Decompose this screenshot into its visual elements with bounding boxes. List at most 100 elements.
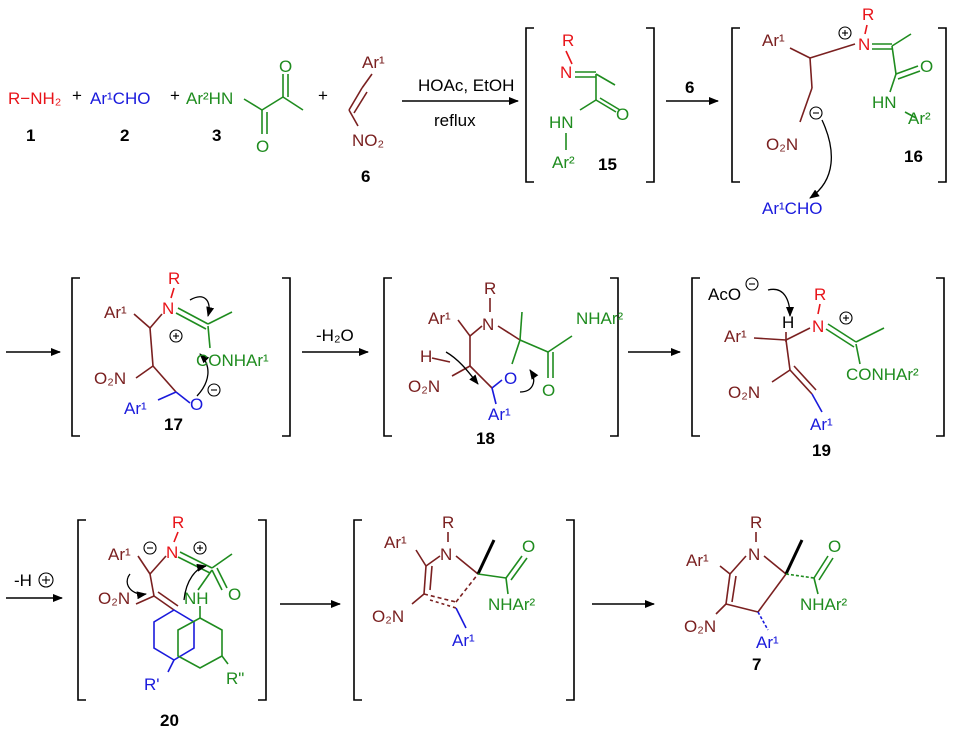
i18-n: N xyxy=(482,315,494,334)
i19-n: N xyxy=(812,317,824,336)
plus-sign-2: + xyxy=(170,86,180,105)
plus-sign-3: + xyxy=(318,86,328,105)
compound-number-15: 15 xyxy=(598,155,617,174)
compound-number-6: 6 xyxy=(361,167,370,186)
i16-hn: HN xyxy=(872,93,897,112)
i19-conhar2: CONHAr² xyxy=(846,365,919,384)
reaction-arrow-4: -H₂O xyxy=(302,326,369,356)
i16-o2n: O₂N xyxy=(766,135,798,154)
ketoamide-amide-oxygen: O xyxy=(256,137,269,156)
reagent-label-6: 6 xyxy=(685,78,694,97)
i20-ar1: Ar¹ xyxy=(108,545,131,564)
i17-conhar1: CONHAr¹ xyxy=(196,351,269,370)
i19-o2n: O₂N xyxy=(728,383,760,402)
i16-r: R xyxy=(862,5,874,24)
compound-number-3: 3 xyxy=(212,126,221,145)
conditions-temperature: reflux xyxy=(434,111,476,130)
deprotonation-label: -H xyxy=(14,571,32,590)
reagent-ketoamide: Ar²HN O O 3 xyxy=(186,57,304,156)
i15-n: N xyxy=(560,63,572,82)
p7-r: R xyxy=(750,513,762,532)
i18-h: H xyxy=(420,347,432,366)
intermediate-20: R N Ar¹ O NH O₂N xyxy=(77,513,267,730)
ts-r: R xyxy=(442,513,454,532)
reagent-amine: R−NH₂ 1 xyxy=(8,89,61,145)
i18-ar1-bottom: Ar¹ xyxy=(488,405,511,424)
compound-number-17: 17 xyxy=(164,415,183,434)
i20-nh: NH xyxy=(184,589,209,608)
i19-h: H xyxy=(782,313,794,332)
conditions-solvent: HOAc, EtOH xyxy=(418,76,514,95)
compound-number-1: 1 xyxy=(26,126,35,145)
intermediate-16: Ar¹ R N O HN Ar² O₂N 16 Ar¹CH xyxy=(731,5,947,218)
i15-hn: HN xyxy=(549,113,574,132)
i15-ar2: Ar² xyxy=(552,153,575,172)
p7-o: O xyxy=(828,537,841,556)
i17-o2n: O₂N xyxy=(94,369,126,388)
aldehyde-formula: Ar¹CHO xyxy=(90,89,150,108)
i18-r: R xyxy=(484,279,496,298)
ts-nhar2: NHAr² xyxy=(488,595,536,614)
compound-number-19: 19 xyxy=(812,441,831,460)
amine-formula: R−NH₂ xyxy=(8,89,61,108)
intermediate-17: R N Ar¹ CONHAr¹ O₂N Ar¹ O xyxy=(71,269,291,437)
compound-number-2: 2 xyxy=(120,126,129,145)
reaction-arrow-6: -H xyxy=(6,571,63,602)
i19-ar1-bottom: Ar¹ xyxy=(810,415,833,434)
reaction-arrow-1: HOAc, EtOH reflux xyxy=(402,76,519,130)
i19-aco: AcO xyxy=(708,285,741,304)
i15-o: O xyxy=(616,105,629,124)
p7-nhar2: NHAr² xyxy=(800,595,848,614)
i20-o2n: O₂N xyxy=(98,589,130,608)
i17-r: R xyxy=(168,269,180,288)
p7-o2n: O₂N xyxy=(684,617,716,636)
i18-ring-o: O xyxy=(504,369,517,388)
intermediate-18: R N Ar¹ NHAr² O O H O₂N Ar¹ 18 xyxy=(383,277,624,448)
ts-o2n: O₂N xyxy=(372,607,404,626)
i20-o: O xyxy=(228,585,241,604)
ts-ar1-bottom: Ar¹ xyxy=(452,631,475,650)
i16-aldehyde: Ar¹CHO xyxy=(762,199,822,218)
ts-o: O xyxy=(522,537,535,556)
plus-sign-1: + xyxy=(72,86,82,105)
i20-n: N xyxy=(166,543,178,562)
i17-ar1-top: Ar¹ xyxy=(104,303,127,322)
intermediate-19: AcO R N H Ar¹ CONHAr² O₂N Ar¹ 1 xyxy=(691,277,945,460)
p7-ar1-bottom: Ar¹ xyxy=(756,633,779,652)
i15-r: R xyxy=(562,31,574,50)
product-7: R N Ar¹ O NHAr² O₂N Ar¹ 7 xyxy=(684,513,848,674)
nitroalkene-ar1: Ar¹ xyxy=(362,53,385,72)
intermediate-15: R N O HN Ar² 15 xyxy=(525,27,655,183)
i16-ar2: Ar² xyxy=(908,109,931,128)
i17-o: O xyxy=(190,395,203,414)
i19-r: R xyxy=(814,285,826,304)
compound-number-18: 18 xyxy=(476,429,495,448)
compound-number-16: 16 xyxy=(904,147,923,166)
i20-r-prime: R' xyxy=(144,675,160,694)
i18-carbonyl-o: O xyxy=(542,381,555,400)
i17-n: N xyxy=(162,299,174,318)
p7-ar1-top: Ar¹ xyxy=(686,551,709,570)
i16-ar1: Ar¹ xyxy=(762,31,785,50)
transition-state: R N Ar¹ O NHAr² O₂N Ar¹ xyxy=(353,513,575,701)
i16-n: N xyxy=(858,35,870,54)
nitroalkene-no2: NO₂ xyxy=(352,131,384,150)
ketoamide-keto-oxygen: O xyxy=(279,57,292,76)
p7-n: N xyxy=(748,545,760,564)
i20-r: R xyxy=(172,513,184,532)
reaction-arrow-2: 6 xyxy=(666,78,719,105)
compound-number-7: 7 xyxy=(752,655,761,674)
ts-ar1-top: Ar¹ xyxy=(384,533,407,552)
ts-n: N xyxy=(440,545,452,564)
i18-o2n: O₂N xyxy=(408,377,440,396)
i18-nhar2: NHAr² xyxy=(576,309,624,328)
dehydration-label: -H₂O xyxy=(316,326,354,345)
i20-r-double-prime: R" xyxy=(226,669,244,688)
reagent-aldehyde: Ar¹CHO 2 xyxy=(90,89,150,145)
i18-ar1-top: Ar¹ xyxy=(428,309,451,328)
reagent-nitroalkene: Ar¹ NO₂ 6 xyxy=(348,53,385,186)
i16-o: O xyxy=(920,57,933,76)
i19-ar1-top: Ar¹ xyxy=(724,327,747,346)
i17-ar1-bottom: Ar¹ xyxy=(124,399,147,418)
